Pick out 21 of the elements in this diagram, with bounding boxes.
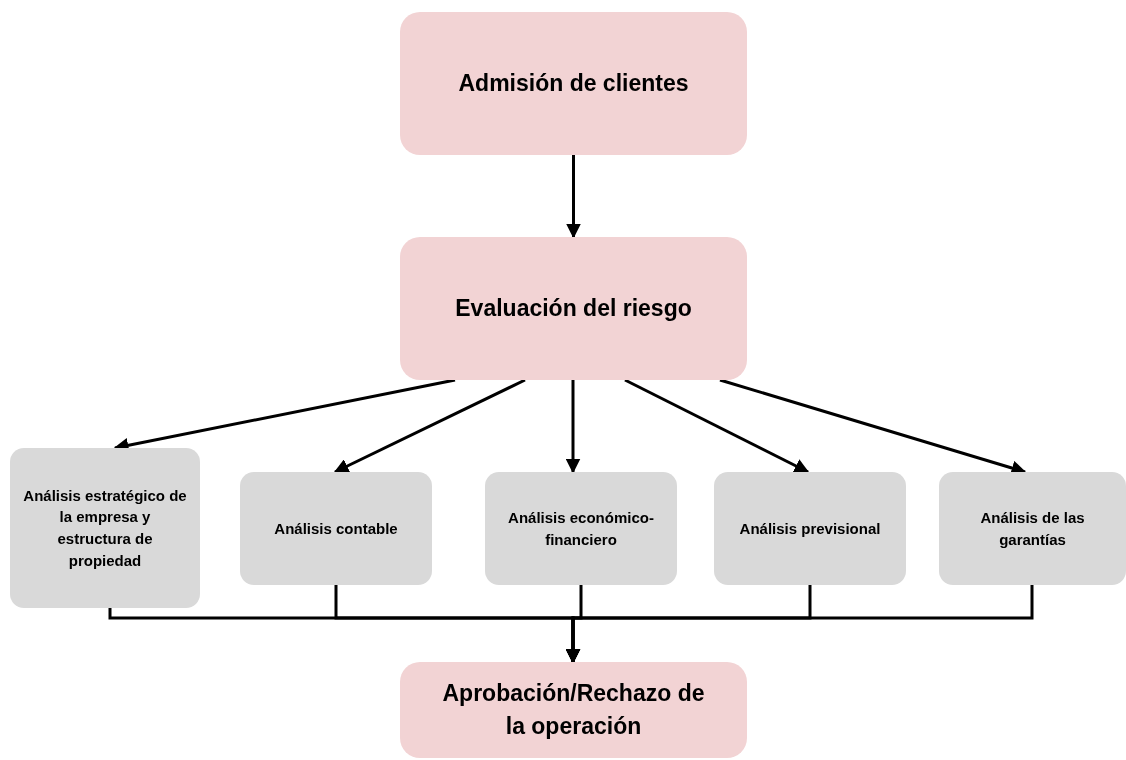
process-box [400, 662, 747, 758]
box-label: Análisis contable [274, 518, 398, 539]
arrow [565, 585, 1034, 664]
process-box [10, 448, 200, 608]
process-box [240, 472, 432, 585]
box-label: Evaluación del riesgo [455, 293, 692, 323]
process-box [400, 237, 747, 380]
box-label: Análisis previsional [739, 518, 881, 539]
box-label: Análisis de las garantías [979, 507, 1086, 550]
process-box [400, 12, 747, 155]
arrow [566, 155, 581, 239]
box-label: Admisión de clientes [458, 68, 689, 98]
arrow [565, 380, 581, 474]
process-box [939, 472, 1126, 585]
arrow [333, 378, 526, 474]
box-label: Análisis económico-financiero [507, 507, 655, 550]
box-label: Análisis estratégico de la empresa y estructura de propiedad [22, 485, 188, 571]
box-label: Aprobación/Rechazo de la operación [441, 678, 706, 741]
process-box [714, 472, 906, 585]
process-box [485, 472, 677, 585]
arrow [624, 378, 810, 474]
